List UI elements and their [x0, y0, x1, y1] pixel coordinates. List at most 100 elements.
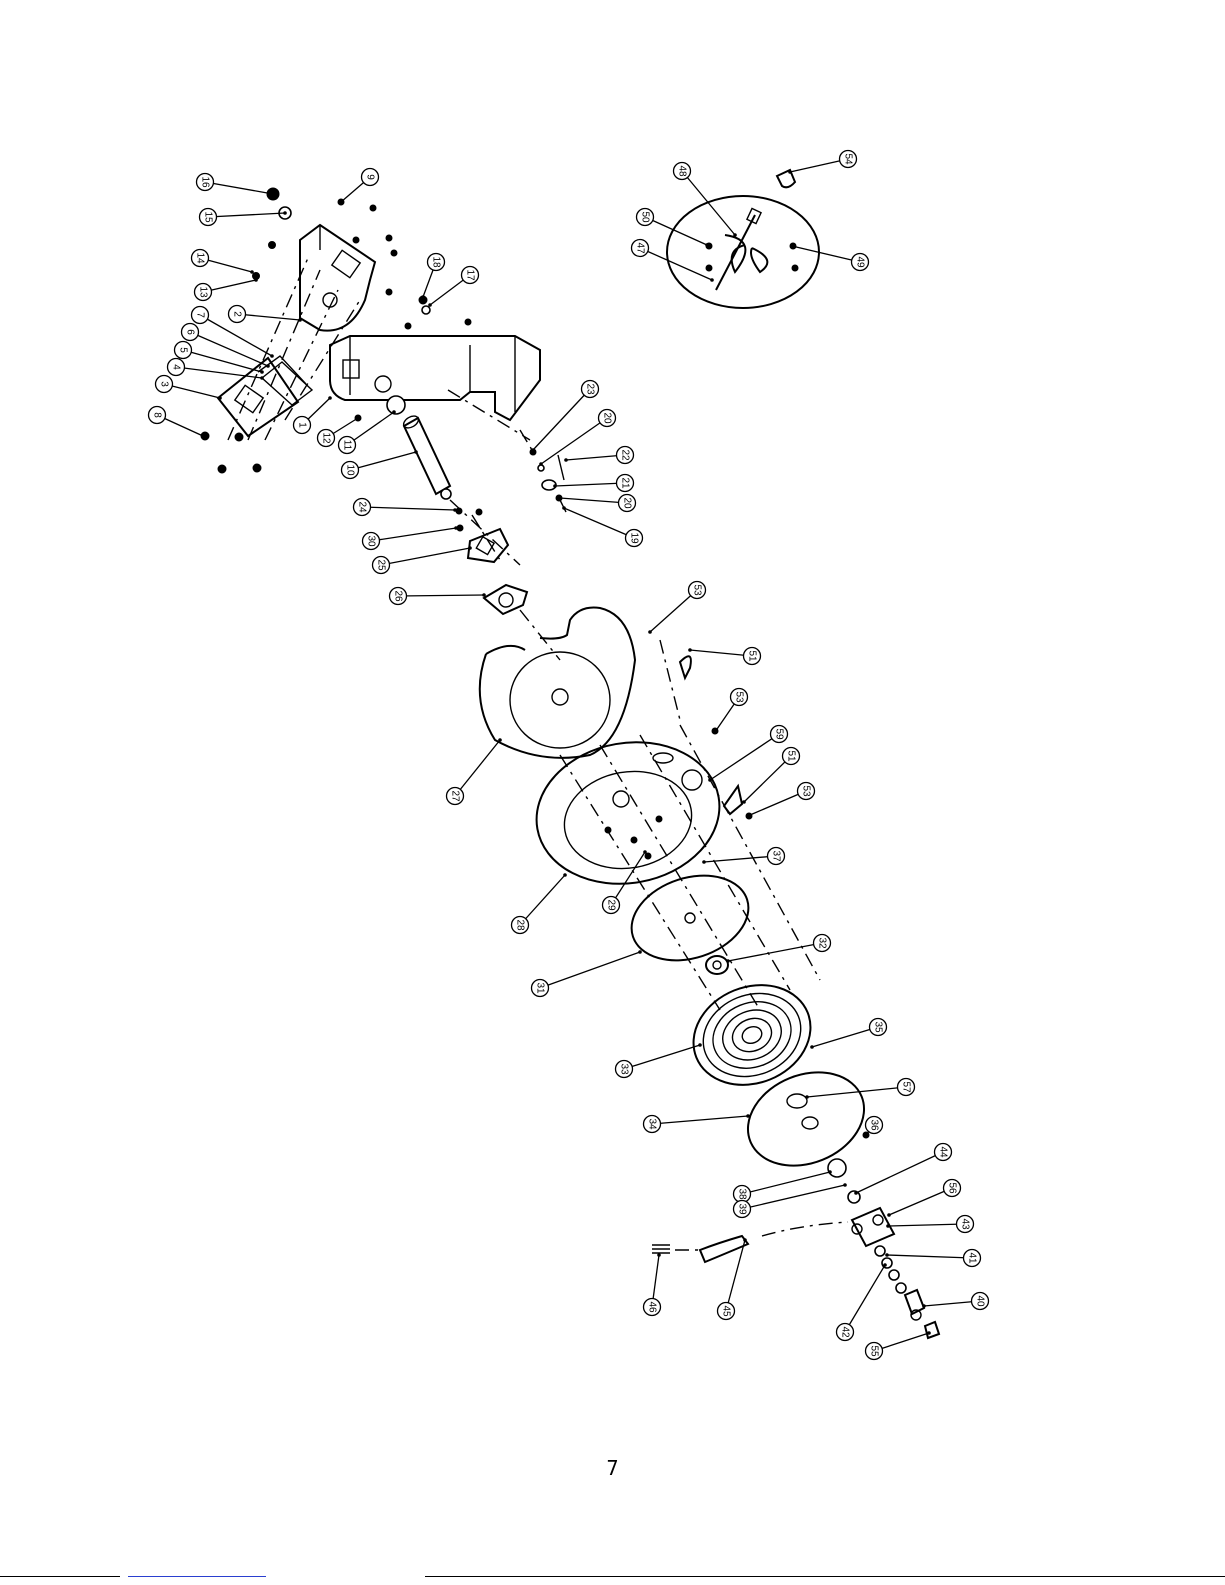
callout-number: 53 [692, 584, 703, 596]
callout-33: 33 [616, 1043, 702, 1077]
callout-arrowhead [260, 376, 264, 380]
callout-number: 17 [465, 269, 476, 281]
callout-leader [560, 498, 627, 503]
callout-arrowhead [748, 813, 752, 817]
callout-leader [742, 1172, 830, 1194]
footer-rule-left [0, 1576, 120, 1577]
callout-2: 2 [229, 306, 302, 323]
callout-number: 43 [960, 1218, 971, 1230]
callout-arrowhead [414, 450, 418, 454]
drum-assembly [480, 608, 939, 1339]
callout-17: 17 [428, 267, 478, 307]
callout-leader [611, 852, 645, 905]
callout-8: 8 [149, 407, 205, 438]
callout-arrowhead [742, 800, 746, 804]
callout-number: 41 [967, 1252, 978, 1264]
callout-53: 53 [713, 689, 747, 734]
callout-54: 54 [788, 151, 856, 174]
callout-number: 2 [232, 311, 243, 317]
callout-leader [710, 734, 779, 780]
callout-number: 56 [947, 1182, 958, 1194]
callout-arrowhead [421, 295, 425, 299]
callout-14: 14 [192, 250, 254, 274]
callout-arrowhead [638, 950, 642, 954]
callout-number: 32 [817, 937, 828, 949]
callout-40: 40 [922, 1293, 988, 1310]
callout-21: 21 [553, 475, 633, 492]
callout-48: 48 [674, 163, 737, 237]
callout-leader [845, 1265, 885, 1332]
callout-arrowhead [657, 1253, 661, 1257]
callout-arrowhead [271, 192, 275, 196]
callout-number: 25 [376, 559, 387, 571]
callout-leader [640, 248, 712, 280]
callout-labels: 1234567891011121314151617181920212223242… [149, 151, 989, 1360]
callout-number: 33 [619, 1063, 630, 1075]
callout-number: 20 [602, 412, 613, 424]
callout-arrowhead [558, 496, 562, 500]
callout-11: 11 [339, 410, 396, 453]
callout-leader [888, 1224, 965, 1226]
callout-arrowhead [201, 434, 205, 438]
callout-leader [792, 246, 860, 262]
callout-15: 15 [200, 209, 287, 226]
callout-number: 23 [585, 383, 596, 395]
callout-arrowhead [564, 458, 568, 462]
callout-leader [208, 213, 285, 217]
callout-arrowhead [218, 396, 222, 400]
callout-arrowhead [713, 730, 717, 734]
callout-number: 39 [737, 1203, 748, 1215]
callout-arrowhead [788, 170, 792, 174]
callout-53c: 53 [648, 582, 705, 634]
callout-arrowhead [887, 1213, 891, 1217]
callout-arrowhead [260, 370, 264, 374]
callout-leader [726, 1240, 745, 1311]
callout-arrowhead [468, 546, 472, 550]
callout-30: 30 [363, 526, 458, 549]
callout-number: 48 [677, 165, 688, 177]
callout-arrowhead [883, 1263, 887, 1267]
callout-number: 42 [840, 1326, 851, 1338]
callout-number: 38 [737, 1188, 748, 1200]
callout-number: 1 [297, 422, 308, 428]
callout-arrowhead [922, 1304, 926, 1308]
callout-arrowhead [927, 1331, 931, 1335]
callout-51: 51 [688, 648, 760, 665]
callout-39: 39 [734, 1183, 847, 1217]
callout-leader [652, 1116, 748, 1124]
callout-49: 49 [790, 244, 868, 270]
callout-leader [624, 1045, 700, 1069]
callout-arrowhead [643, 850, 647, 854]
callout-16: 16 [197, 174, 275, 196]
callout-leader [650, 590, 697, 632]
callout-18: 18 [421, 254, 444, 299]
callout-leader [520, 875, 565, 925]
callout-arrowhead [864, 1133, 868, 1137]
callout-number: 18 [431, 256, 442, 268]
callout-number: 11 [342, 440, 353, 451]
callout-number: 49 [855, 256, 866, 268]
callout-arrowhead [454, 526, 458, 530]
callout-number: 28 [515, 919, 526, 931]
callout-arrowhead [254, 278, 258, 282]
callout-arrowhead [828, 1170, 832, 1174]
callout-1: 1 [294, 396, 332, 433]
callout-leader [455, 740, 500, 796]
callout-41: 41 [885, 1250, 980, 1267]
callout-9: 9 [339, 169, 378, 204]
callout-leader [381, 548, 470, 565]
callout-arrowhead [705, 243, 709, 247]
callout-number: 40 [975, 1295, 986, 1307]
callout-number: 14 [195, 252, 206, 264]
callout-13: 13 [195, 278, 258, 300]
callout-arrowhead [562, 506, 566, 510]
callout-59: 59 [708, 726, 787, 782]
callout-number: 34 [647, 1118, 658, 1130]
callout-number: 54 [843, 153, 854, 165]
callout-number: 26 [393, 590, 404, 602]
callout-43: 43 [886, 1216, 973, 1233]
callout-20: 20 [558, 495, 635, 512]
callout-arrowhead [553, 484, 557, 488]
callout-number: 27 [450, 790, 461, 802]
callout-arrowhead [328, 396, 332, 400]
